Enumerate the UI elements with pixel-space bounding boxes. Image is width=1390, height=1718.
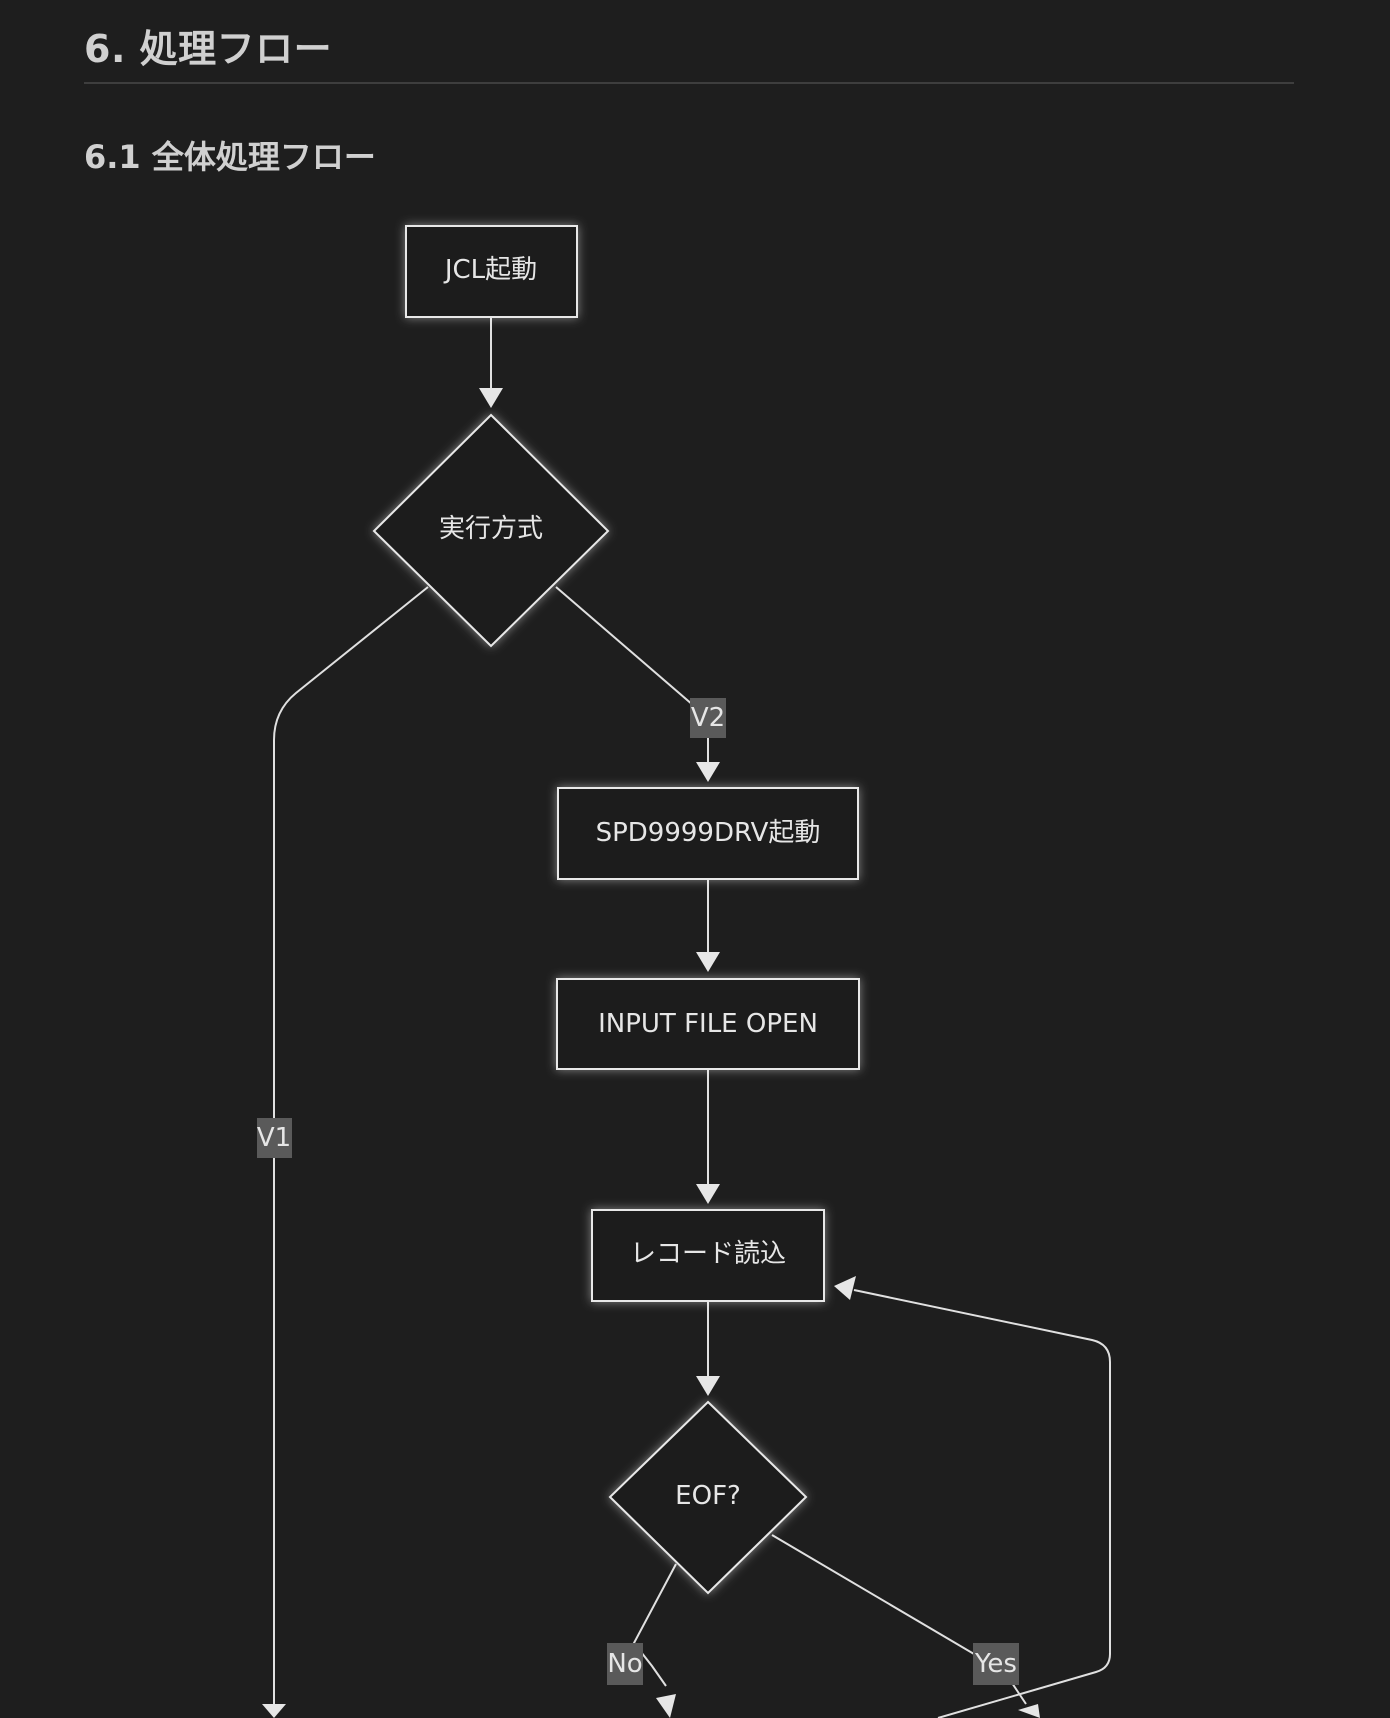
node-input-file-open-label: INPUT FILE OPEN: [598, 1009, 818, 1039]
arrowhead: [262, 1704, 286, 1718]
edge-loop-back-to-read: [853, 1289, 1111, 1718]
arrowhead: [696, 762, 720, 782]
node-jcl-start-label: JCL起動: [443, 255, 537, 285]
arrowhead: [834, 1276, 856, 1300]
edge-label-no: No: [607, 1649, 642, 1679]
node-exec-mode-label: 実行方式: [439, 514, 543, 544]
node-spd-drv-start: [557, 787, 859, 880]
arrowhead: [696, 1184, 720, 1204]
edges: [262, 318, 1111, 1718]
node-exec-mode: [372, 413, 610, 648]
arrowhead: [696, 1376, 720, 1396]
nodes: JCL起動 実行方式 SPD9999DRV起動 INPUT FILE OPEN …: [372, 225, 860, 1595]
edge-exec-mode-v2: [555, 586, 709, 772]
edge-label-no-bg: [607, 1643, 643, 1685]
arrowhead: [656, 1694, 676, 1718]
arrowhead: [479, 388, 503, 408]
node-eof-check: [608, 1400, 808, 1595]
node-jcl-start: [405, 225, 578, 318]
arrowhead: [696, 952, 720, 972]
heading-divider: [84, 82, 1294, 84]
section-heading: 6. 処理フロー: [84, 27, 333, 71]
subsection-heading: 6.1 全体処理フロー: [84, 138, 376, 176]
edge-label-v1: V1: [257, 1123, 291, 1153]
edge-label-v2-bg: [690, 698, 726, 738]
node-record-read: [591, 1209, 825, 1302]
node-record-read-label: レコード読込: [630, 1239, 786, 1269]
node-spd-drv-start-label: SPD9999DRV起動: [596, 818, 821, 848]
arrowhead: [1018, 1704, 1040, 1718]
edge-exec-mode-v1: [273, 586, 429, 1708]
edge-labels: V2 V1 No Yes: [257, 698, 1019, 1685]
edge-label-v2: V2: [691, 703, 725, 733]
node-eof-check-label: EOF?: [675, 1481, 741, 1511]
edge-label-yes: Yes: [974, 1649, 1017, 1679]
edge-label-v1-bg: [257, 1118, 292, 1158]
node-input-file-open: [556, 978, 860, 1070]
edge-label-yes-bg: [973, 1643, 1019, 1685]
